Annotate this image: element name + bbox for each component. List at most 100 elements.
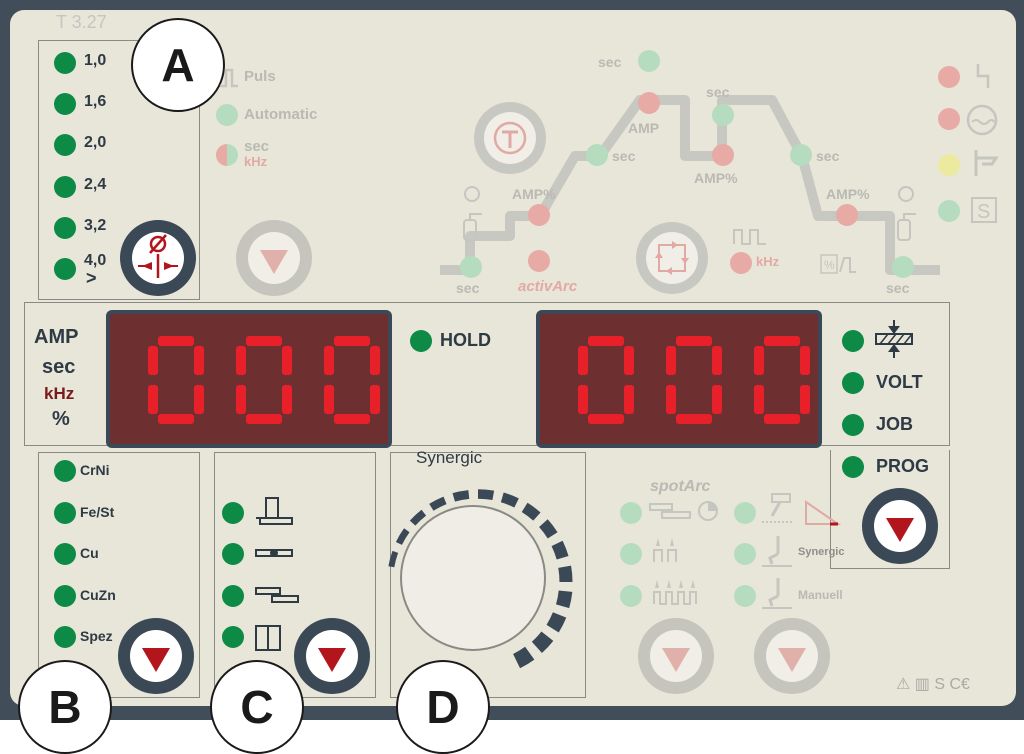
knob-scale-dash [546, 612, 567, 633]
param-volt-label: VOLT [876, 372, 923, 392]
digit-segment [282, 385, 292, 414]
knob-scale-dash [531, 631, 554, 654]
digit-segment [246, 336, 282, 346]
electrode-more-indicator: > [86, 268, 97, 288]
material-label: Cu [80, 545, 99, 561]
digit-segment [334, 414, 370, 424]
led-robot-mode [734, 502, 756, 524]
led-upslope [586, 144, 608, 166]
graph-sec-top: sec [598, 54, 622, 70]
knob-scale-dash [512, 646, 535, 669]
digit-segment [370, 385, 380, 414]
led-joint-butt [222, 543, 244, 565]
led-manual-mode [734, 585, 756, 607]
right-display [536, 310, 822, 448]
torch-icon [974, 150, 999, 176]
cycle-mode-button[interactable] [636, 222, 708, 294]
digit-segment [370, 346, 380, 375]
led-material-cuzn [54, 585, 76, 607]
param-select-section [830, 450, 950, 569]
digit-segment [624, 385, 634, 414]
torch-mode-button[interactable] [474, 102, 546, 174]
digit-segment [588, 414, 624, 424]
spotarc-label: spotArc [650, 478, 711, 495]
digit-segment [712, 385, 722, 414]
synergic-knob[interactable] [400, 505, 546, 651]
puls-icon [220, 68, 238, 88]
graph-amp-pct-mid: AMP% [694, 170, 738, 186]
diameter-icon [138, 234, 178, 278]
cycle-arrows-icon [655, 241, 689, 275]
led-start-current [528, 204, 550, 226]
spotarc-select-button[interactable] [638, 618, 714, 694]
model-label: T 3.27 [56, 12, 107, 32]
led-secondary-current [712, 144, 734, 166]
mode-select-button[interactable] [236, 220, 312, 296]
led-thickness [842, 330, 864, 352]
mode-puls-label: Puls [244, 68, 276, 85]
led-joint-lap [222, 585, 244, 607]
graph-sec-top2: sec [706, 84, 730, 100]
knob-scale-dash [558, 565, 573, 583]
electrode-diameter-button[interactable] [120, 220, 196, 296]
coolant-icon [966, 104, 998, 136]
led-job [842, 414, 864, 436]
electrode-size-label: 3,2 [84, 217, 107, 234]
led-electrode-3-2 [54, 217, 76, 239]
param-job-label: JOB [876, 414, 914, 434]
synergic-small-label: Synergic [798, 546, 845, 558]
led-prog [842, 456, 864, 478]
electrode-section [38, 40, 200, 300]
led-safety [938, 200, 960, 222]
svg-text:%: % [824, 258, 835, 272]
display-section [24, 302, 950, 446]
led-error [938, 66, 960, 88]
material-select-button[interactable] [118, 618, 194, 694]
graph-amp-pct-right: AMP% [826, 186, 870, 202]
knob-scale-icon [388, 489, 573, 669]
led-end-current [836, 204, 858, 226]
unit-sec-label: sec [42, 356, 76, 378]
led-gas-pre [460, 256, 482, 278]
digit-segment [324, 385, 334, 414]
graph-sec-right: sec [816, 148, 840, 164]
knob-scale-dash [539, 519, 558, 539]
param-select-button[interactable] [862, 488, 938, 564]
operating-mode-button[interactable] [754, 618, 830, 694]
spot-mode-icon [653, 538, 677, 562]
knob-scale-dash [477, 489, 495, 501]
material-label: CuZn [80, 587, 116, 603]
digit-segment [712, 346, 722, 375]
digit-segment [148, 385, 158, 414]
graph-sec-left: sec [612, 148, 636, 164]
material-label: CrNi [80, 462, 110, 478]
led-synergic-mode [734, 543, 756, 565]
knob-scale-dash [500, 492, 519, 508]
synergic-label: Synergic [416, 448, 483, 467]
led-hold [410, 330, 432, 352]
digit-segment [588, 336, 624, 346]
led-automatic [216, 104, 238, 126]
digit-segment [324, 346, 334, 375]
right-display-digits [578, 336, 810, 424]
led-tack-mode [620, 585, 642, 607]
graph-amp: AMP [628, 120, 660, 136]
error-lightning-icon [976, 64, 990, 88]
digit-segment [676, 336, 712, 346]
hold-label: HOLD [440, 330, 491, 350]
digit-segment [194, 385, 204, 414]
safety-s-icon: S [971, 197, 997, 223]
digit-segment [754, 385, 764, 414]
callout-a: A [131, 18, 225, 112]
led-downslope [790, 144, 812, 166]
fillet-weld-icon [256, 497, 293, 525]
digit-segment [148, 346, 158, 375]
joint-select-button[interactable] [294, 618, 370, 694]
corner-weld-icon [255, 625, 281, 651]
digit-segment [578, 346, 588, 375]
digit-segment [624, 346, 634, 375]
electrode-size-label: 4,0 [84, 252, 107, 269]
led-electrode-2-0 [54, 134, 76, 156]
led-material-crni [54, 460, 76, 482]
